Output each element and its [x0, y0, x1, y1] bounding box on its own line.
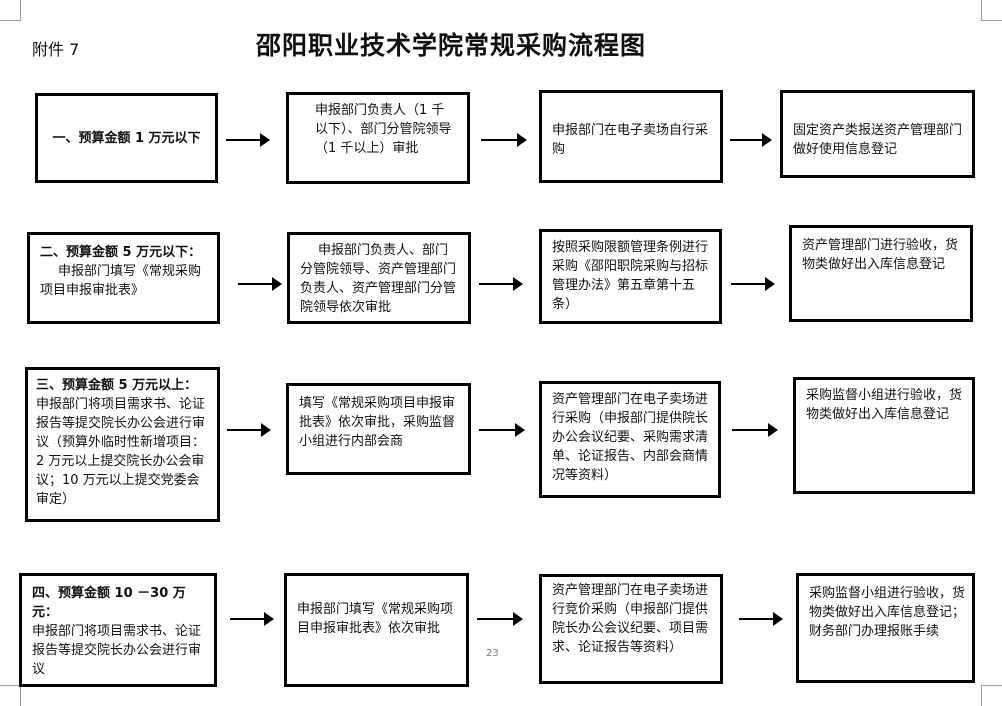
crop-mark-bottom-left	[0, 685, 21, 706]
crop-mark-top-left	[0, 0, 21, 21]
attachment-label: 附件 7	[32, 40, 80, 59]
row1-step1-text: 申报部门负责人（1 千以下）、部门分管院领导（1 千以上）审批	[315, 103, 452, 156]
row4-step2-text: 资产管理部门在电子卖场进行竞价采购（申报部门提供院长办公会议纪要、项目需求、论证…	[552, 583, 709, 655]
row1-condition-box: 一、预算金额 1 万元以下	[35, 93, 218, 183]
row3-step3-text: 采购监督小组进行验收，货物类做好出入库信息登记	[806, 388, 963, 422]
row3-step1-box: 填写《常规采购项目申报审批表》依次审批，采购监督小组进行内部会商	[286, 383, 471, 475]
row4-step1-text: 申报部门填写《常规采购项目申报审批表》依次审批	[297, 602, 454, 636]
row1-step2-text: 申报部门在电子卖场自行采购	[552, 123, 709, 157]
row1-step1-box: 申报部门负责人（1 千以下）、部门分管院领导（1 千以上）审批	[286, 92, 470, 184]
row4-step1-box: 申报部门填写《常规采购项目申报审批表》依次审批	[284, 573, 469, 687]
row4-condition-head: 四、预算金额 10 －30 万元：	[32, 586, 186, 620]
row2-arrow-1	[238, 277, 282, 291]
row2-step1-text: 申报部门负责人、部门分管院领导、资产管理部门负责人、资产管理部门分管院领导依次审…	[300, 243, 457, 315]
row2-arrow-2	[479, 277, 523, 291]
row4-condition-body: 申报部门将项目需求书、论证报告等提交院长办公会进行审议	[32, 624, 202, 677]
row1-arrow-1	[226, 133, 270, 147]
crop-mark-top-right	[981, 0, 1002, 21]
row3-condition-box: 三、预算金额 5 万元以上： 申报部门将项目需求书、论证报告等提交院长办公会进行…	[25, 367, 220, 522]
row3-step2-box: 资产管理部门在电子卖场进行采购（申报部门提供院长办公会议纪要、采购需求清单、论证…	[539, 381, 721, 498]
row2-step1-box: 申报部门负责人、部门分管院领导、资产管理部门负责人、资产管理部门分管院领导依次审…	[287, 232, 471, 324]
row3-condition-body: 申报部门将项目需求书、论证报告等提交院长办公会进行审议（预算外临时性新增项目：2…	[36, 397, 206, 507]
row2-condition-head: 二、预算金额 5 万元以下：	[40, 245, 202, 260]
row4-condition-box: 四、预算金额 10 －30 万元： 申报部门将项目需求书、论证报告等提交院长办公…	[19, 573, 217, 687]
row2-condition-box: 二、预算金额 5 万元以下： 申报部门填写《常规采购项目申报审批表》	[27, 232, 220, 324]
crop-mark-bottom-right	[981, 685, 1002, 706]
row2-step3-text: 资产管理部门进行验收，货物类做好出入库信息登记	[802, 238, 959, 272]
row4-step2-box: 资产管理部门在电子卖场进行竞价采购（申报部门提供院长办公会议纪要、项目需求、论证…	[539, 574, 723, 684]
row1-step2-box: 申报部门在电子卖场自行采购	[539, 90, 723, 183]
row3-step3-box: 采购监督小组进行验收，货物类做好出入库信息登记	[793, 377, 975, 494]
row2-step2-text: 按照采购限额管理条例进行采购《邵阳职院采购与招标管理办法》第五章第十五条）	[552, 240, 709, 312]
row3-step2-text: 资产管理部门在电子卖场进行采购（申报部门提供院长办公会议纪要、采购需求清单、论证…	[552, 392, 709, 483]
row2-condition-body: 申报部门填写《常规采购项目申报审批表》	[40, 264, 202, 298]
row4-step3-box: 采购监督小组进行验收，货物类做好出入库信息登记；财务部门办理报账手续	[796, 573, 975, 683]
row2-step3-box: 资产管理部门进行验收，货物类做好出入库信息登记	[789, 225, 973, 322]
row3-step1-text: 填写《常规采购项目申报审批表》依次审批，采购监督小组进行内部会商	[299, 396, 456, 449]
row3-arrow-3	[732, 423, 778, 437]
row2-step2-box: 按照采购限额管理条例进行采购《邵阳职院采购与招标管理办法》第五章第十五条）	[539, 229, 722, 324]
row4-arrow-2	[477, 612, 523, 626]
row4-arrow-3	[739, 612, 783, 626]
row1-step3-box: 固定资产类报送资产管理部门做好使用信息登记	[780, 90, 975, 178]
row4-step3-text: 采购监督小组进行验收，货物类做好出入库信息登记；财务部门办理报账手续	[809, 586, 966, 639]
row3-condition-head: 三、预算金额 5 万元以上：	[36, 378, 198, 393]
row4-arrow-1	[230, 612, 274, 626]
row3-arrow-2	[479, 423, 525, 437]
row1-arrow-3	[730, 133, 772, 147]
row1-condition-head: 一、预算金额 1 万元以下	[52, 130, 201, 146]
row2-arrow-3	[731, 277, 775, 291]
row1-step3-text: 固定资产类报送资产管理部门做好使用信息登记	[793, 123, 963, 157]
page-title: 邵阳职业技术学院常规采购流程图	[256, 31, 647, 60]
page-number: 23	[486, 648, 499, 659]
row3-arrow-1	[227, 423, 271, 437]
row1-arrow-2	[481, 133, 527, 147]
